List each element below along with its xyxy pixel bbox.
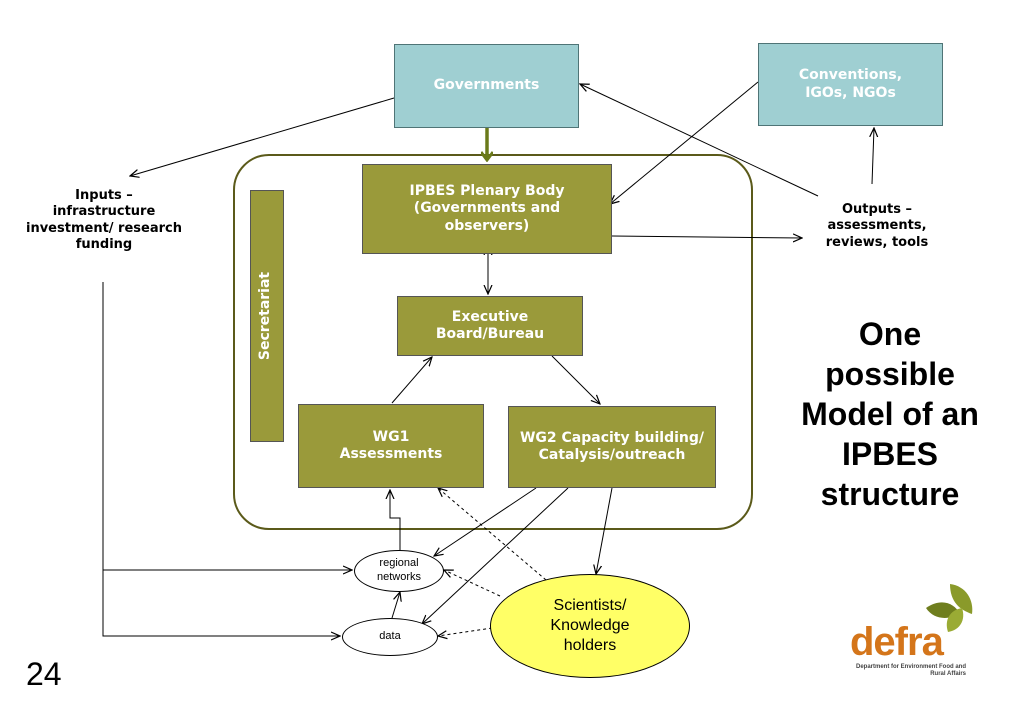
plenary-label: IPBES Plenary Body (Governments and obse… xyxy=(409,182,565,234)
slide-title: One possible Model of an IPBES structure xyxy=(801,316,979,512)
scientists-label: Scientists/ Knowledge holders xyxy=(550,597,630,654)
wg1-box: WG1 Assessments xyxy=(298,404,484,488)
ipbes-frame xyxy=(233,154,753,530)
outputs-to-governments-arrow xyxy=(580,84,819,197)
conventions-box: Conventions, IGOs, NGOs xyxy=(758,43,943,126)
page-number: 24 xyxy=(26,656,62,692)
defra-leaf-icon xyxy=(926,584,973,632)
executive-box: Executive Board/Bureau xyxy=(397,296,583,356)
governments-label: Governments xyxy=(433,77,540,94)
defra-subtitle: Department for Environment Food and Rura… xyxy=(855,664,966,678)
secretariat-text-wrap: Secretariat xyxy=(247,190,283,442)
wg1-label: WG1 Assessments xyxy=(339,428,443,463)
secretariat-bar xyxy=(250,190,284,442)
conventions-to-plenary-arrow xyxy=(610,81,759,204)
scientists-to-wg1-dashed-arrow xyxy=(438,488,547,581)
defra-wordmark: defra xyxy=(850,620,944,664)
data-to-regional-arrow xyxy=(391,592,400,619)
data-ellipse: data xyxy=(342,618,438,656)
wg2-box: WG2 Capacity building/ Catalysis/outreac… xyxy=(508,406,716,488)
wg2-to-scientists-arrow xyxy=(596,487,613,574)
secretariat-label: Secretariat xyxy=(257,271,274,361)
inputs-to-data-arrow xyxy=(102,570,340,636)
wg2-to-regional-arrow xyxy=(434,487,537,556)
governments-box: Governments xyxy=(394,44,579,128)
governments-to-inputs-arrow xyxy=(130,97,395,176)
wg2-label: WG2 Capacity building/ Catalysis/outreac… xyxy=(519,429,705,464)
wg1-to-executive-arrow xyxy=(391,357,432,404)
scientists-ellipse: Scientists/ Knowledge holders xyxy=(490,574,690,678)
plenary-to-outputs-arrow xyxy=(611,236,802,238)
data-label: data xyxy=(379,630,401,643)
executive-label: Executive Board/Bureau xyxy=(435,308,545,343)
plenary-box: IPBES Plenary Body (Governments and obse… xyxy=(362,164,612,254)
inputs-text: Inputs – infrastructure investment/ rese… xyxy=(26,188,182,252)
executive-to-wg2-arrow xyxy=(551,355,600,404)
conventions-label: Conventions, IGOs, NGOs xyxy=(798,67,903,101)
wg2-to-data-arrow xyxy=(422,487,569,624)
outputs-text: Outputs – assessments, reviews, tools xyxy=(825,202,929,250)
regional-networks-ellipse: regional networks xyxy=(354,550,444,592)
regional-networks-label: regional networks xyxy=(376,557,422,583)
regional-to-wg1-arrow xyxy=(390,490,401,550)
scientists-to-regional-dashed-arrow xyxy=(444,570,501,597)
scientists-to-data-dashed-arrow xyxy=(438,627,493,636)
outputs-to-conventions-arrow xyxy=(872,128,874,185)
